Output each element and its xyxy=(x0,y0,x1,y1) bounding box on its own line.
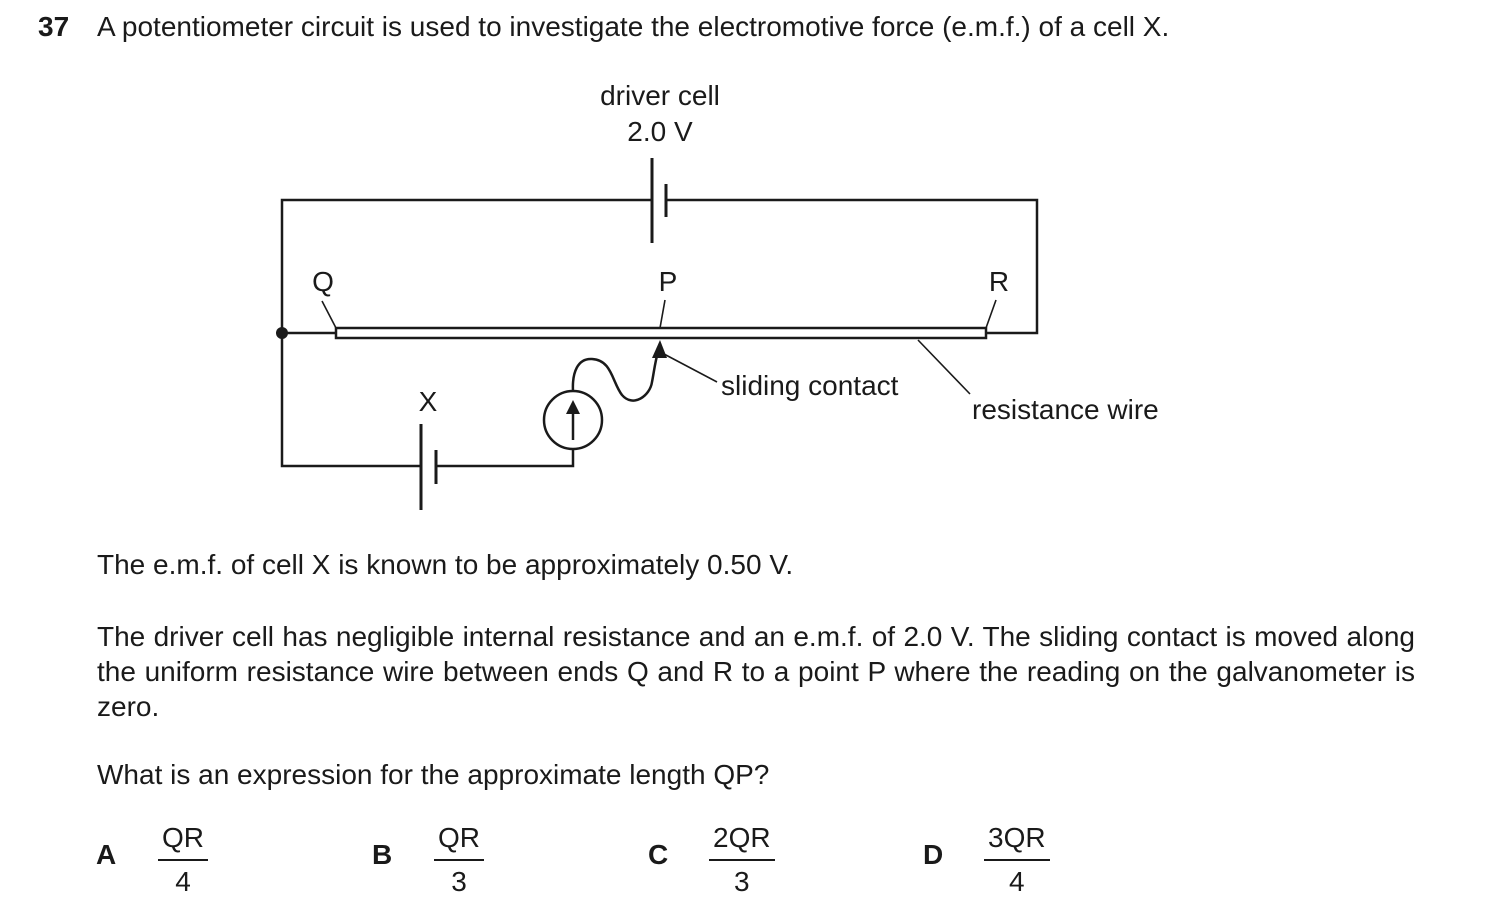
option-c-numerator: 2QR xyxy=(709,823,775,861)
potentiometer-circuit-diagram: driver cell 2.0 V Q P R X sliding contac… xyxy=(276,80,1159,510)
question-stem: A potentiometer circuit is used to inves… xyxy=(97,11,1170,42)
junction-dot xyxy=(276,327,288,339)
label-x: X xyxy=(419,386,438,417)
option-a-fraction[interactable]: QR 4 xyxy=(158,823,208,897)
driver-cell-label: driver cell xyxy=(600,80,720,111)
resistance-wire-label: resistance wire xyxy=(972,394,1159,425)
top-wire-left xyxy=(280,198,652,333)
option-c-letter[interactable]: C xyxy=(648,839,669,870)
sliding-contact-arrow-head xyxy=(652,340,667,358)
option-a-letter[interactable]: A xyxy=(96,839,117,870)
option-b-letter[interactable]: B xyxy=(372,839,393,870)
leader-sliding-contact xyxy=(663,353,718,383)
option-b-fraction[interactable]: QR 3 xyxy=(434,823,484,897)
leader-R xyxy=(985,299,997,329)
label-p: P xyxy=(659,266,678,297)
leader-resistance-wire xyxy=(917,339,971,395)
option-c-fraction[interactable]: 2QR 3 xyxy=(709,823,775,897)
leader-P xyxy=(659,299,666,329)
sliding-contact-label: sliding contact xyxy=(721,370,899,401)
option-b-numerator: QR xyxy=(434,823,484,861)
option-a-denominator: 4 xyxy=(175,866,191,897)
emf-statement: The e.m.f. of cell X is known to be appr… xyxy=(97,549,794,580)
resistance-wire xyxy=(334,326,988,340)
top-wire-right xyxy=(666,198,1039,335)
option-b-denominator: 3 xyxy=(451,866,467,897)
question-number: 37 xyxy=(38,11,70,42)
driver-cell-voltage: 2.0 V xyxy=(627,116,693,147)
leader-Q xyxy=(321,300,337,329)
description-paragraph: The driver cell has negligible internal … xyxy=(97,621,1415,722)
option-d-fraction[interactable]: 3QR 4 xyxy=(984,823,1050,897)
option-a-numerator: QR xyxy=(158,823,208,861)
option-d-numerator: 3QR xyxy=(984,823,1050,861)
label-q: Q xyxy=(312,266,334,297)
flying-lead xyxy=(571,351,660,402)
option-c-denominator: 3 xyxy=(734,866,750,897)
label-r: R xyxy=(989,266,1009,297)
question-prompt: What is an expression for the approximat… xyxy=(97,759,770,790)
option-d-denominator: 4 xyxy=(1009,866,1025,897)
option-d-letter[interactable]: D xyxy=(923,839,944,870)
bottom-wire-right xyxy=(436,448,575,468)
galvanometer-arrow-head xyxy=(566,400,580,414)
bottom-wire-left xyxy=(280,333,421,468)
